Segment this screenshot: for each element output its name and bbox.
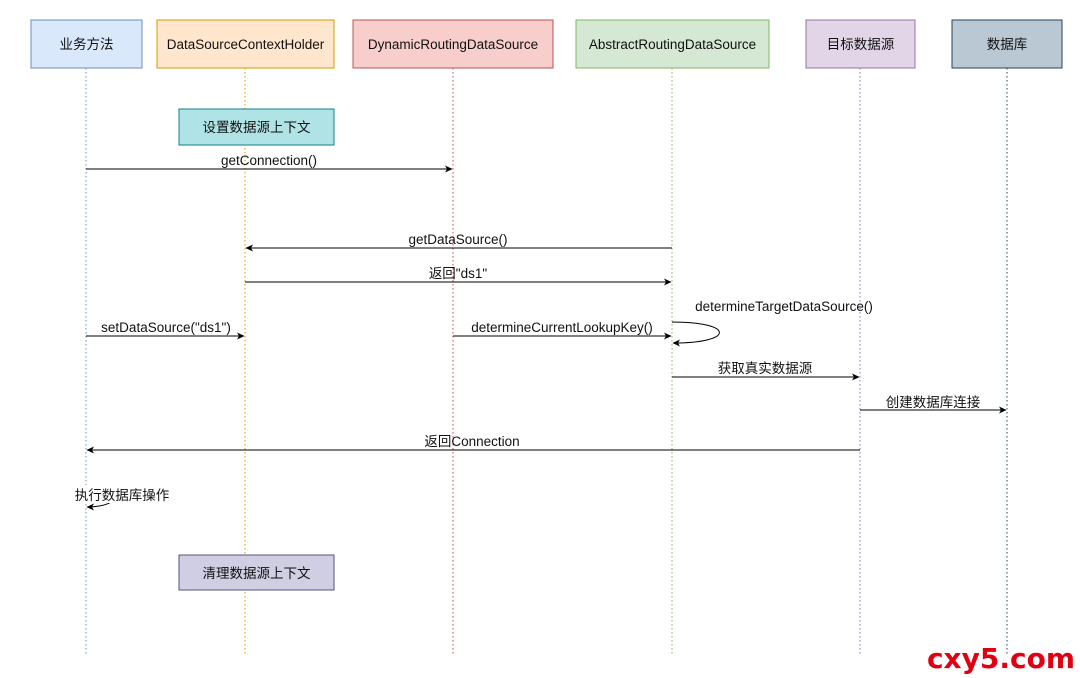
- note-set-context: 设置数据源上下文: [178, 108, 335, 146]
- participant-label: AbstractRoutingDataSource: [589, 37, 756, 52]
- note-label: 清理数据源上下文: [203, 566, 311, 581]
- participant-holder: DataSourceContextHolder: [156, 19, 335, 69]
- participant-label: DynamicRoutingDataSource: [368, 37, 538, 52]
- self-call-arrow: [671, 321, 720, 347]
- message-get-datasource: getDataSource(): [245, 232, 672, 252]
- message-label: 执行数据库操作: [75, 488, 170, 503]
- message-label: 返回Connection: [424, 434, 519, 449]
- message-set-datasource: setDataSource("ds1"): [86, 320, 245, 340]
- participant-box: [30, 19, 143, 69]
- note-box: [178, 108, 335, 146]
- participant-db: 数据库: [951, 19, 1063, 69]
- message-determine-target-datasource: determineTargetDataSource(): [671, 299, 873, 347]
- participant-box: [951, 19, 1063, 69]
- participant-abstract: AbstractRoutingDataSource: [575, 19, 770, 69]
- note-label: 设置数据源上下文: [203, 120, 311, 135]
- message-label: 创建数据库连接: [886, 394, 981, 410]
- self-call-label-bg: [70, 485, 174, 503]
- note-clear-context: 清理数据源上下文: [178, 554, 335, 591]
- note-box: [178, 554, 335, 591]
- participant-label: DataSourceContextHolder: [167, 37, 325, 52]
- participant-biz: 业务方法: [30, 19, 143, 69]
- message-label: 返回"ds1": [429, 266, 488, 281]
- message-label: setDataSource("ds1"): [101, 320, 231, 335]
- message-create-db-connection: 创建数据库连接: [860, 394, 1007, 414]
- message-get-real-datasource: 获取真实数据源: [672, 361, 860, 381]
- message-return-ds1: 返回"ds1": [245, 266, 672, 286]
- participant-label: 目标数据源: [827, 37, 895, 52]
- participant-label: 业务方法: [60, 37, 114, 52]
- message-label: getConnection(): [221, 153, 317, 168]
- message-execute-db-operation: 执行数据库操作: [70, 485, 174, 511]
- participant-label: 数据库: [987, 37, 1028, 52]
- participant-box: [156, 19, 335, 69]
- watermark-logo: cxy5.com: [927, 642, 1075, 675]
- message-label: determineCurrentLookupKey(): [471, 320, 653, 335]
- participant-box: [352, 19, 554, 69]
- message-label: 获取真实数据源: [718, 361, 813, 376]
- message-label: determineTargetDataSource(): [695, 299, 873, 314]
- message-get-connection: getConnection(): [86, 153, 453, 173]
- participant-box: [805, 19, 916, 69]
- message-return-connection: 返回Connection: [86, 434, 860, 454]
- message-determine-current-lookup-key: determineCurrentLookupKey(): [453, 320, 672, 340]
- message-label: getDataSource(): [408, 232, 507, 247]
- participant-target: 目标数据源: [805, 19, 916, 69]
- participant-box: [575, 19, 770, 69]
- participant-dynamic: DynamicRoutingDataSource: [352, 19, 554, 69]
